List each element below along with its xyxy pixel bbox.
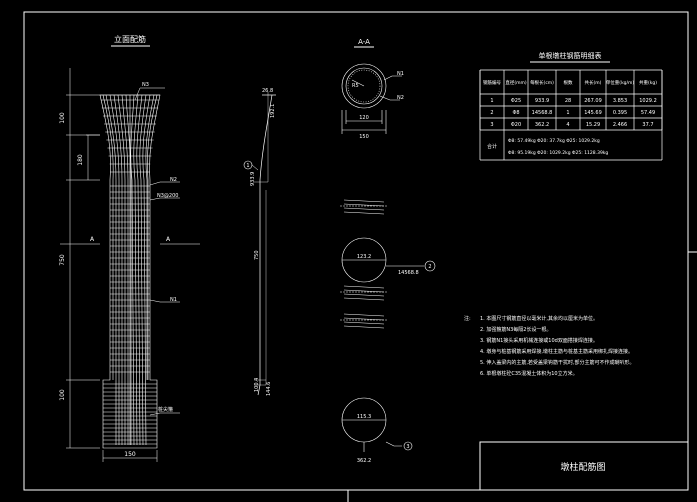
table-header: 直径(mm) bbox=[505, 79, 527, 86]
pier-elevation bbox=[99, 94, 161, 449]
table-header: 每根长(cm) bbox=[530, 79, 554, 86]
table-cell: 362.2 bbox=[535, 122, 549, 128]
table-cell: 28 bbox=[565, 98, 571, 104]
table-cell: 4 bbox=[566, 122, 569, 128]
label-section-a-left: A bbox=[90, 236, 95, 243]
dim-100-bottom: 100 bbox=[59, 389, 66, 401]
table-header: 共重(kg) bbox=[639, 79, 657, 86]
title-block bbox=[479, 441, 689, 491]
section-aa bbox=[341, 63, 402, 134]
table-cell: Φ8 bbox=[512, 110, 519, 116]
bottom-bar-length: 362.2 bbox=[357, 458, 371, 464]
elevation-hoops bbox=[100, 99, 160, 445]
table-header: 钢筋编号 bbox=[483, 79, 501, 86]
label-foot-hoop: 桩尖箍 bbox=[158, 406, 173, 413]
table-cell: 37.7 bbox=[642, 122, 653, 128]
table-cell: 2.466 bbox=[613, 122, 627, 128]
balloon-2-number: 2 bbox=[428, 264, 431, 270]
table-header: 单位重(kg/m) bbox=[606, 79, 635, 86]
table-cell: 1 bbox=[566, 110, 569, 116]
table-cell: 3.853 bbox=[613, 98, 627, 104]
label-n3-top: N3 bbox=[142, 82, 149, 88]
n1-dim-mark1: 933.9 bbox=[250, 172, 256, 186]
table-total-line: Φ8: 57.49kg Φ20: 37.7kg Φ25: 1029.2kg bbox=[508, 138, 600, 144]
notes-list: 1. 本图尺寸钢筋直径以毫米计,其余均以厘米为单位。 2. 加强箍筋N3每隔2长… bbox=[480, 315, 635, 377]
spiral-coil bbox=[343, 285, 385, 301]
table-cell: 933.9 bbox=[535, 98, 549, 104]
outer-frame bbox=[23, 11, 689, 491]
elevation-dimensions bbox=[60, 68, 200, 462]
dim-bottom-width: 150 bbox=[124, 451, 136, 458]
table-title: 单根墩柱钢筋明细表 bbox=[539, 51, 602, 60]
notes-label: 注: bbox=[464, 315, 471, 322]
table-total-line: Φ8: 95.19kg Φ20: 1029.2kg Φ25: 1128.39kg bbox=[508, 150, 608, 156]
table-cell: 2 bbox=[490, 110, 493, 116]
section-radius: R5 bbox=[352, 83, 359, 89]
table-cell: 1 bbox=[490, 98, 493, 104]
table-cell: 57.49 bbox=[641, 110, 655, 116]
section-title: A-A bbox=[358, 38, 370, 46]
table-cell: Φ20 bbox=[511, 122, 521, 128]
table-cell: 15.29 bbox=[586, 122, 600, 128]
section-label-n1: N1 bbox=[397, 71, 404, 77]
n1-dim-lower: 100.4 bbox=[254, 378, 260, 392]
rebar-table: 钢筋编号直径(mm)每根长(cm) 根数 共长(m) 单位重(kg/m) 共重(kg) 1… bbox=[479, 69, 663, 161]
elevation-title: 立面配筋 bbox=[114, 34, 146, 44]
table-header: 共长(m) bbox=[585, 79, 602, 86]
n1-bar-detail bbox=[254, 92, 276, 396]
dim-100-top: 100 bbox=[59, 112, 66, 124]
section-width-150: 150 bbox=[359, 134, 369, 140]
spiral-circles bbox=[341, 237, 424, 452]
n1-dim-top: 26.8 bbox=[262, 88, 273, 94]
elevation-leaders bbox=[134, 87, 180, 416]
table-cell: 0.395 bbox=[613, 110, 627, 116]
table-header: 根数 bbox=[564, 79, 573, 86]
table-cell: 145.69 bbox=[584, 110, 602, 116]
bottom-circle-dim: 115.3 bbox=[357, 414, 371, 420]
spiral-coil bbox=[343, 199, 385, 215]
balloon-1-number: 1 bbox=[246, 163, 249, 169]
section-width-120: 120 bbox=[359, 115, 369, 121]
balloon-2 bbox=[424, 260, 436, 272]
note-item: 1. 本图尺寸钢筋直径以毫米计,其余均以厘米为单位。 bbox=[480, 315, 598, 322]
note-item: 3. 钢筋N1接头采用机械连接或10d双面搭接焊连接。 bbox=[480, 337, 598, 344]
n1-dim-mark2: 144.6 bbox=[266, 382, 272, 396]
table-cell: 1029.2 bbox=[639, 98, 657, 104]
label-n2: N2 bbox=[170, 177, 177, 183]
spiral-length: 14568.8 bbox=[398, 270, 419, 276]
spiral-circle-dim: 123.2 bbox=[357, 254, 371, 260]
table-cell: 14568.8 bbox=[532, 110, 553, 116]
spiral-coil bbox=[343, 313, 385, 329]
label-n3-spacing: N3@200 bbox=[157, 193, 178, 199]
section-label-n2: N2 bbox=[397, 95, 404, 101]
n1-dim-top2: 192.1 bbox=[270, 104, 276, 118]
spiral-detail bbox=[340, 199, 388, 329]
dim-180: 180 bbox=[77, 154, 84, 166]
table-total-label: 合计 bbox=[487, 143, 497, 150]
note-item: 6. 单根墩柱砼C35混凝土体积为10立方米。 bbox=[480, 370, 578, 377]
balloon-3-number: 3 bbox=[406, 444, 409, 450]
note-item: 5. 伸入盖梁内的主筋,若受盖梁钩筋干扰时,部分主筋可不作成喇叭形。 bbox=[480, 359, 635, 366]
sheet-title: 墩柱配筋图 bbox=[560, 461, 605, 473]
n1-dim-mid: 750 bbox=[254, 250, 260, 260]
table-cell: 267.09 bbox=[584, 98, 602, 104]
note-item: 4. 墩身与桩基钢筋采用焊接,墩柱主筋与桩基主筋采用绑扎焊接连接。 bbox=[480, 348, 633, 355]
balloon-1-leader bbox=[251, 164, 259, 171]
label-n1: N1 bbox=[170, 297, 177, 303]
note-item: 2. 加强箍筋N3每隔2长设一根。 bbox=[480, 326, 551, 333]
table-cell: Φ25 bbox=[511, 98, 521, 104]
dim-750: 750 bbox=[59, 254, 66, 266]
table-cell: 3 bbox=[490, 122, 493, 128]
balloon-3 bbox=[403, 441, 413, 451]
label-section-a-right: A bbox=[166, 236, 171, 243]
